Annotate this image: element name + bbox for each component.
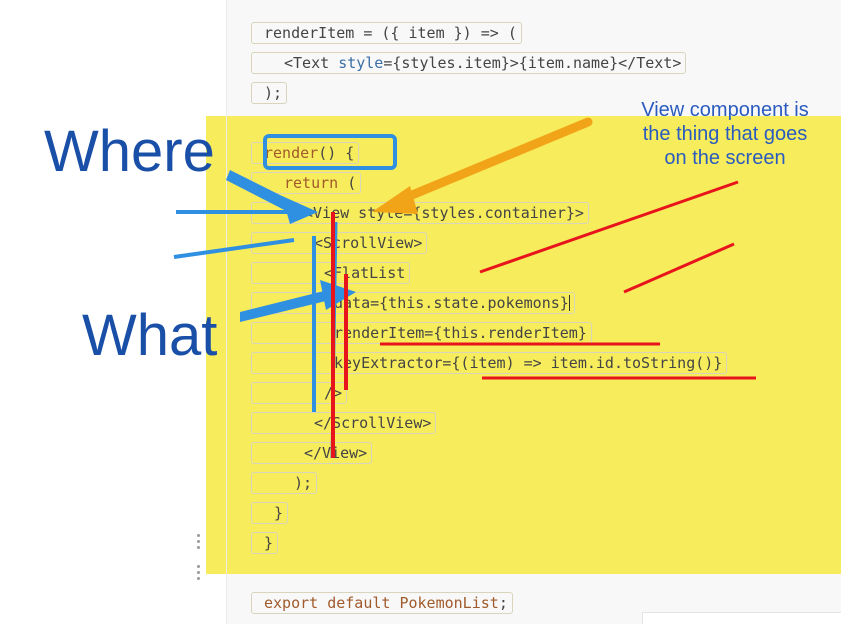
code-line[interactable]: renderItem = ({ item }) => (: [251, 22, 522, 44]
code-token: }: [264, 534, 274, 552]
code-token: (: [338, 174, 357, 192]
where-arrow-shaft: [226, 170, 300, 216]
code-line[interactable]: <ScrollView>: [251, 232, 428, 254]
code-line[interactable]: }: [251, 532, 279, 554]
code-token: );: [264, 84, 283, 102]
code-token: PokemonList: [399, 594, 499, 612]
code-token: }: [274, 504, 284, 522]
gutter-divider: [226, 0, 227, 624]
code-token: );: [294, 474, 313, 492]
code-line[interactable]: </View>: [251, 442, 373, 464]
side-panel-edge: [642, 612, 841, 624]
code-line[interactable]: );: [251, 472, 318, 494]
code-line[interactable]: </ScrollView>: [251, 412, 437, 434]
code-line[interactable]: data={this.state.pokemons}: [251, 292, 575, 314]
drag-handle-icon[interactable]: [197, 565, 203, 583]
text-cursor: [568, 295, 570, 311]
code-token: renderItem = ({ item }) => (: [264, 24, 517, 42]
code-line[interactable]: keyExtractor={(item) => item.id.toString…: [251, 352, 728, 374]
where-label: Where: [44, 119, 215, 184]
code-token: keyExtractor={(item) => item.id.toString…: [334, 354, 723, 372]
code-token: </ScrollView>: [314, 414, 432, 432]
code-token: return: [284, 174, 339, 192]
what-arrow-shaft: [240, 290, 330, 322]
what-arrowhead: [320, 280, 356, 310]
code-token: export: [264, 594, 319, 612]
code-token: () {: [318, 144, 355, 162]
code-token: renderItem={this.renderItem}: [334, 324, 587, 342]
code-token: default: [327, 594, 391, 612]
code-token: render: [264, 144, 319, 162]
what-label: What: [82, 303, 218, 368]
drag-handle-icon[interactable]: [197, 534, 203, 552]
code-line[interactable]: render() {: [251, 142, 360, 164]
code-token: ;: [498, 594, 508, 612]
code-token: </View>: [304, 444, 368, 462]
note-line: on the screen: [664, 147, 786, 169]
blue-pointer-line: [173, 238, 295, 259]
code-token: <Text: [284, 54, 339, 72]
code-line[interactable]: );: [251, 82, 288, 104]
red-connector-line: [479, 180, 739, 274]
code-token: style: [338, 54, 384, 72]
code-token: ={styles.item}>{item.name}</Text>: [383, 54, 682, 72]
note-line: View component is: [641, 99, 809, 121]
render-highlight-box: [263, 134, 397, 170]
note-line: the thing that goes: [642, 123, 808, 145]
code-line[interactable]: export default PokemonList;: [251, 592, 513, 614]
red-connector-line: [623, 242, 735, 294]
orange-arrowhead: [372, 186, 418, 214]
view-component-note: View component is the thing that goes on…: [600, 98, 841, 170]
code-line[interactable]: return (: [251, 172, 362, 194]
code-line[interactable]: }: [251, 502, 289, 524]
code-token: data={this.state.pokemons}: [334, 294, 569, 312]
code-token: <ScrollView>: [314, 234, 423, 252]
orange-arrow-shaft: [395, 117, 593, 205]
code-line[interactable]: <Text style={styles.item}>{item.name}</T…: [251, 52, 687, 74]
